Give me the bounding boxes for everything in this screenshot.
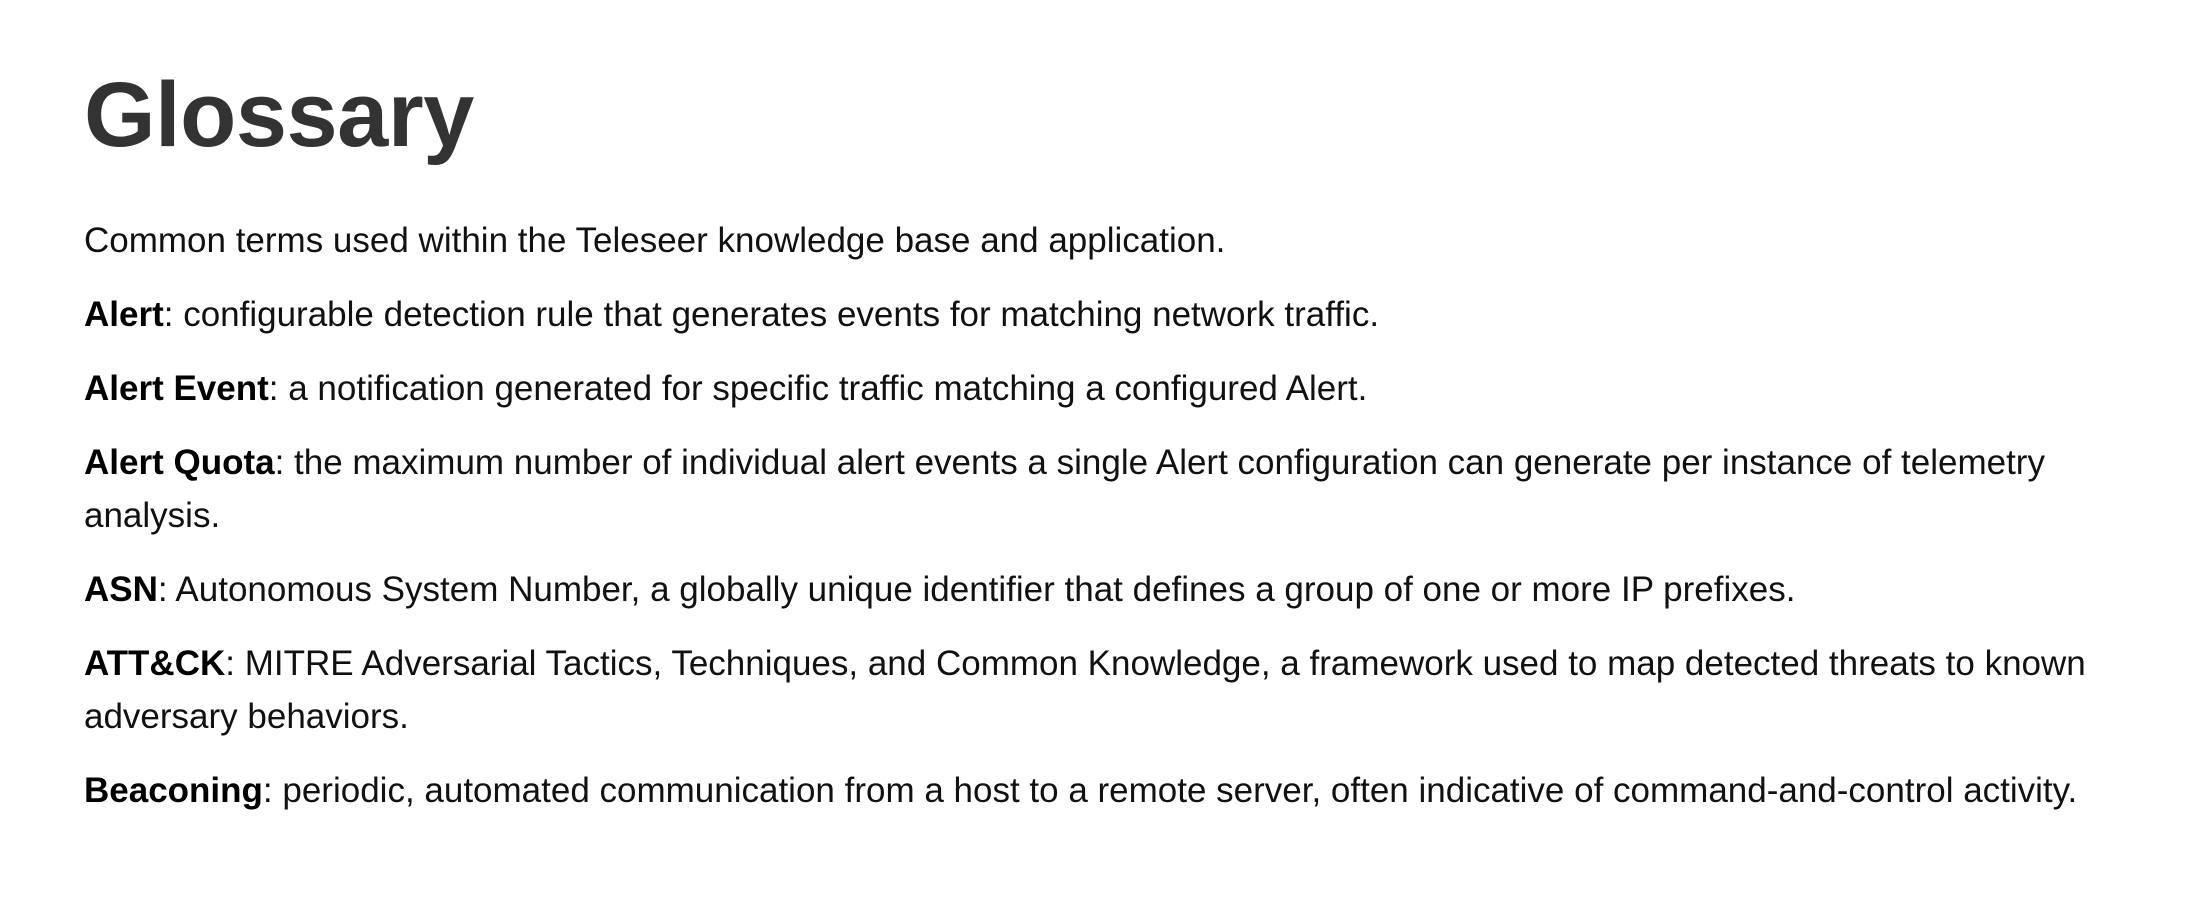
glossary-term: Alert Event: [84, 369, 269, 408]
glossary-term: Alert: [84, 295, 164, 334]
glossary-definition: : the maximum number of individual alert…: [84, 443, 2045, 535]
page-title: Glossary: [84, 64, 474, 166]
glossary-definition: : configurable detection rule that gener…: [163, 295, 1380, 334]
glossary-definition: : MITRE Adversarial Tactics, Techniques,…: [84, 644, 2086, 736]
glossary-entry-asn: ASN: Autonomous System Number, a globall…: [84, 563, 2176, 616]
glossary-content: Common terms used within the Teleseer kn…: [84, 214, 2176, 838]
glossary-definition: : a notification generated for specific …: [268, 369, 1368, 408]
glossary-entry-alert-quota: Alert Quota: the maximum number of indiv…: [84, 436, 2176, 542]
glossary-term: Alert Quota: [84, 443, 275, 482]
glossary-entry-alert: Alert: configurable detection rule that …: [84, 288, 2176, 341]
glossary-definition: : periodic, automated communication from…: [262, 771, 2078, 810]
glossary-entry-attack: ATT&CK: MITRE Adversarial Tactics, Techn…: [84, 637, 2176, 743]
glossary-term: ASN: [84, 570, 158, 609]
glossary-entry-beaconing: Beaconing: periodic, automated communica…: [84, 764, 2176, 817]
glossary-definition: : Autonomous System Number, a globally u…: [157, 570, 1796, 609]
glossary-term: Beaconing: [84, 771, 263, 810]
glossary-entry-alert-event: Alert Event: a notification generated fo…: [84, 362, 2176, 415]
glossary-term: ATT&CK: [84, 644, 226, 683]
intro-paragraph: Common terms used within the Teleseer kn…: [84, 221, 1226, 260]
